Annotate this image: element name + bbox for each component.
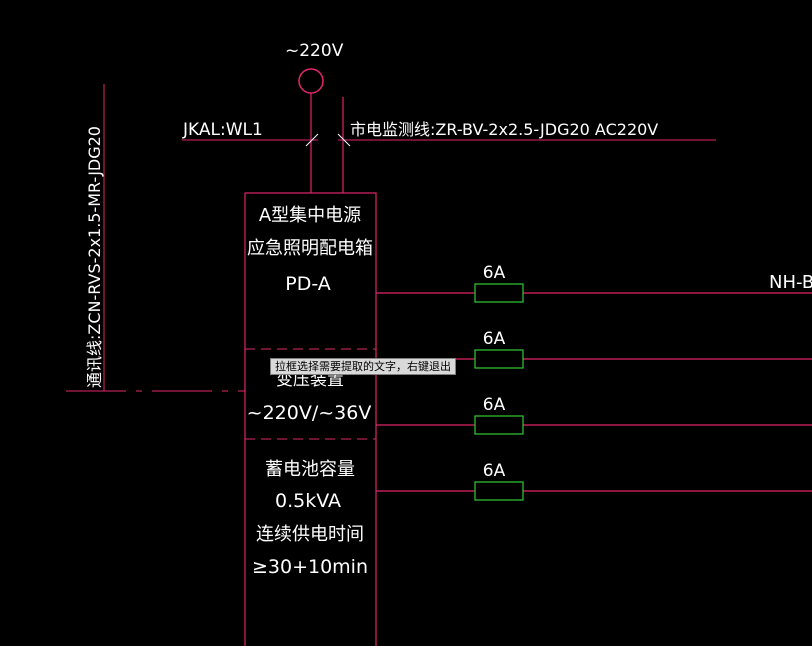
supply-time: ≥30+10min [252, 556, 368, 578]
battery-label: 蓄电池容量 [265, 459, 355, 480]
panel-title-line2: 应急照明配电箱 [247, 238, 373, 259]
jkal-label: JKAL:WL1 [182, 120, 263, 140]
comm-line-label: 通讯线:ZCN-RVS-2x1.5-MR-JDG20 [85, 126, 104, 388]
jkal-tick [305, 133, 319, 147]
breaker-3 [474, 415, 524, 435]
breaker-2-rating: 6A [483, 329, 506, 349]
transformer-ratio: ~220V/~36V [247, 402, 372, 424]
text-extract-tooltip: 拉框选择需要提取的文字，右键退出 [270, 358, 456, 375]
source-voltage-label: ~220V [285, 41, 344, 61]
breaker-3-rating: 6A [483, 395, 506, 415]
outgoing-circuit-label: NH-B [769, 272, 812, 293]
supply-time-label: 连续供电时间 [256, 524, 364, 545]
breaker-2 [474, 349, 524, 369]
panel-model: PD-A [285, 273, 331, 295]
breaker-4 [474, 481, 524, 501]
monitor-line-label: 市电监测线:ZR-BV-2x2.5-JDG20 AC220V [350, 120, 658, 139]
battery-capacity: 0.5kVA [275, 490, 341, 512]
monitor-tick [337, 133, 351, 147]
distribution-panel-box [244, 192, 377, 646]
transformer-label: 变压装置 [276, 370, 344, 390]
power-source-symbol [298, 68, 324, 94]
breaker-1 [474, 283, 524, 303]
breaker-4-rating: 6A [483, 461, 506, 481]
breaker-1-rating: 6A [483, 263, 506, 283]
panel-title-line1: A型集中电源 [259, 205, 361, 226]
